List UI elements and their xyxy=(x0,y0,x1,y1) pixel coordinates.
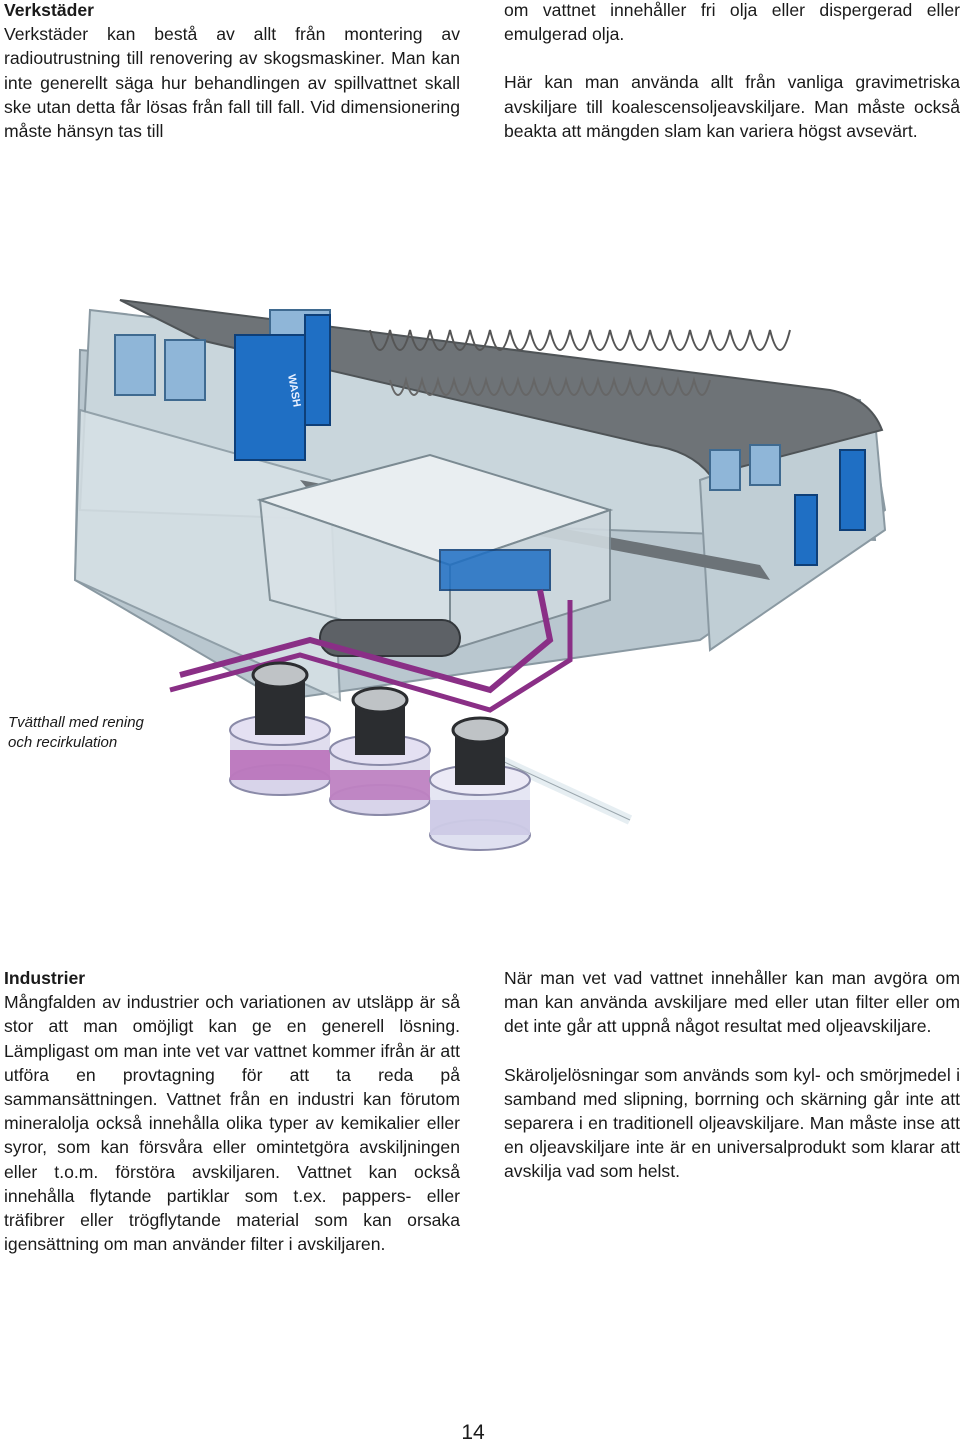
treatment-tank xyxy=(439,549,551,591)
paragraph-industrier: Mångfalden av industrier och variationen… xyxy=(4,992,460,1255)
paragraph-verkstader-cont-1: om vattnet innehåller fri olja eller dis… xyxy=(504,0,960,45)
wash-unit xyxy=(234,334,306,461)
door-right-2 xyxy=(794,494,818,566)
window-left-1 xyxy=(114,334,156,396)
wash-sign: WASH xyxy=(285,373,303,408)
column-bottom-right: När man vet vad vattnet innehåller kan m… xyxy=(504,966,960,1184)
paragraph-industrier-cont-2: Skäroljelösningar som används som kyl- o… xyxy=(504,1064,960,1182)
column-top-left: Verkstäder Verkstäder kan bestå av allt … xyxy=(4,0,460,143)
caption-line-2: och recirkulation xyxy=(8,734,118,751)
page-number: 14 xyxy=(461,1421,485,1444)
separator-tank-1 xyxy=(229,661,331,796)
paragraph-industrier-cont-1: När man vet vad vattnet innehåller kan m… xyxy=(504,968,960,1037)
column-bottom-left: Industrier Mångfalden av industrier och … xyxy=(4,966,460,1256)
hanging-hoses xyxy=(369,329,791,351)
wash-hall-illustration: WASH xyxy=(73,299,887,851)
paragraph-verkstader-cont-2: Här kan man använda allt från vanliga gr… xyxy=(504,72,960,141)
window-left-2 xyxy=(164,339,206,401)
recirculation-pipe xyxy=(179,589,554,694)
separator-tank-3 xyxy=(429,716,531,851)
section-heading-verkstader: Verkstäder xyxy=(4,0,94,20)
recirculation-pipe-2 xyxy=(169,600,573,713)
wash-unit-arm xyxy=(304,314,331,426)
caption-line-1: Tvätthall med rening xyxy=(8,714,144,731)
window-right-1 xyxy=(709,449,741,491)
window-right-2 xyxy=(749,444,781,486)
column-top-right: om vattnet innehåller fri olja eller dis… xyxy=(504,0,960,143)
hanging-hoses-lower xyxy=(389,376,711,396)
section-heading-industrier: Industrier xyxy=(4,968,86,988)
door-right xyxy=(839,449,866,531)
separator-tank-2 xyxy=(329,686,431,816)
paragraph-verkstader: Verkstäder kan bestå av allt från monter… xyxy=(4,24,460,142)
pressure-cylinder xyxy=(319,619,461,657)
illustration-caption: Tvätthall med rening och recirkulation xyxy=(8,713,144,753)
outlet-pipe-outline xyxy=(499,759,631,821)
